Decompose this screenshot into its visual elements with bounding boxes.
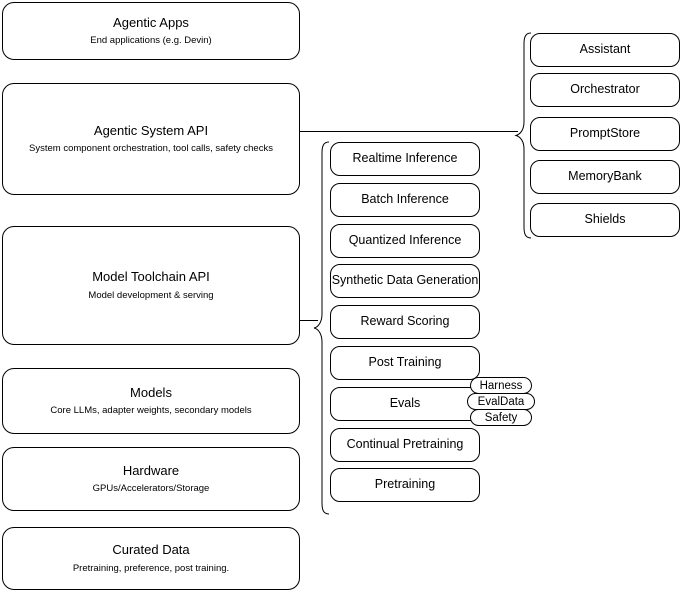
layer-title: Models <box>130 384 172 400</box>
component-label: Synthetic Data Generation <box>331 273 479 288</box>
component-synthetic-data-generation[interactable]: Synthetic Data Generation <box>330 264 480 298</box>
component-label: Assistant <box>579 42 631 57</box>
brace-system-components <box>514 32 532 239</box>
layer-models[interactable]: Models Core LLMs, adapter weights, secon… <box>2 368 300 434</box>
component-continual-pretraining[interactable]: Continual Pretraining <box>330 428 480 462</box>
layer-agentic-system-api[interactable]: Agentic System API System component orch… <box>2 83 300 195</box>
badge-safety[interactable]: Safety <box>470 409 532 426</box>
badge-evaldata[interactable]: EvalData <box>467 393 535 410</box>
layer-subtitle: Core LLMs, adapter weights, secondary mo… <box>50 405 252 417</box>
component-label: Pretraining <box>374 477 436 492</box>
badge-harness[interactable]: Harness <box>470 377 532 394</box>
layer-hardware[interactable]: Hardware GPUs/Accelerators/Storage <box>2 447 300 511</box>
component-batch-inference[interactable]: Batch Inference <box>330 183 480 217</box>
component-label: Batch Inference <box>361 192 449 207</box>
connector-toolchain-api-to-components <box>300 320 318 321</box>
layer-curated-data[interactable]: Curated Data Pretraining, preference, po… <box>2 527 300 590</box>
component-assistant[interactable]: Assistant <box>530 33 680 67</box>
component-label: Continual Pretraining <box>346 437 464 452</box>
component-orchestrator[interactable]: Orchestrator <box>530 73 680 107</box>
layer-model-toolchain-api[interactable]: Model Toolchain API Model development & … <box>2 226 300 345</box>
component-label: Shields <box>584 212 626 227</box>
component-realtime-inference[interactable]: Realtime Inference <box>330 142 480 176</box>
component-shields[interactable]: Shields <box>530 203 680 237</box>
component-label: Orchestrator <box>570 82 640 97</box>
component-memorybank[interactable]: MemoryBank <box>530 160 680 194</box>
component-label: MemoryBank <box>568 169 642 184</box>
brace-toolchain <box>313 141 330 515</box>
layer-title: Curated Data <box>112 542 190 558</box>
component-label: Reward Scoring <box>360 314 450 329</box>
layer-title: Hardware <box>122 462 180 478</box>
component-pretraining[interactable]: Pretraining <box>330 468 480 502</box>
layer-subtitle: GPUs/Accelerators/Storage <box>92 483 210 495</box>
component-promptstore[interactable]: PromptStore <box>530 117 680 151</box>
component-label: Post Training <box>368 355 442 370</box>
component-label: Evals <box>389 396 421 411</box>
layer-subtitle: System component orchestration, tool cal… <box>29 143 273 155</box>
component-quantized-inference[interactable]: Quantized Inference <box>330 224 480 258</box>
layer-title: Agentic Apps <box>113 14 189 30</box>
layer-agentic-apps[interactable]: Agentic Apps End applications (e.g. Devi… <box>2 2 300 60</box>
layer-subtitle: Pretraining, preference, post training. <box>72 562 230 574</box>
layer-title: Model Toolchain API <box>92 269 210 285</box>
layer-title: Agentic System API <box>93 122 209 138</box>
component-evals[interactable]: Evals <box>330 387 480 421</box>
component-label: Quantized Inference <box>348 233 462 248</box>
component-reward-scoring[interactable]: Reward Scoring <box>330 305 480 339</box>
layer-subtitle: End applications (e.g. Devin) <box>90 35 212 47</box>
connector-system-api-to-components <box>300 131 518 132</box>
component-label: Realtime Inference <box>352 151 458 166</box>
layer-subtitle: Model development & serving <box>88 289 214 301</box>
component-post-training[interactable]: Post Training <box>330 346 480 380</box>
component-label: PromptStore <box>569 126 641 141</box>
